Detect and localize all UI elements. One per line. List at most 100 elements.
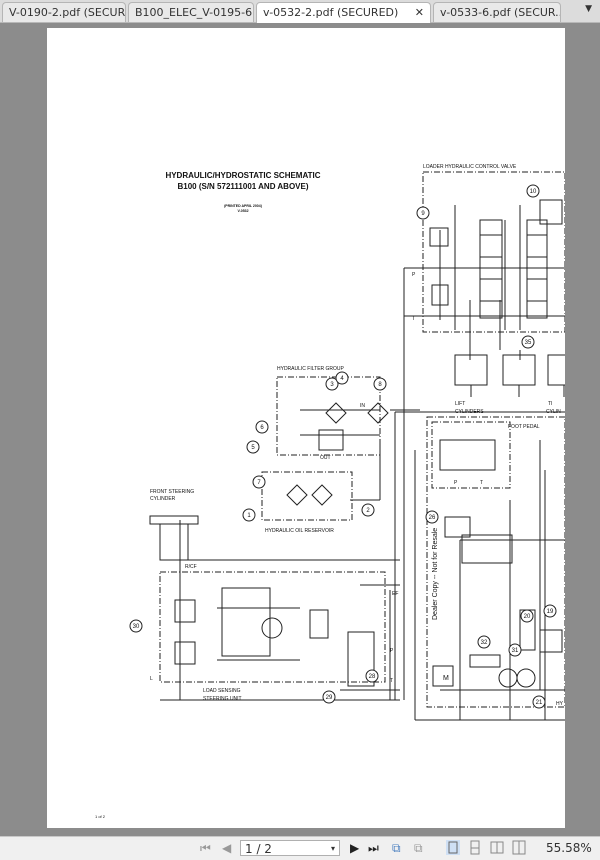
tab-v0533[interactable]: v-0533-6.pdf (SECUR... (433, 2, 561, 22)
document-number: V-0532 (237, 209, 248, 213)
callout-circle (325, 377, 339, 391)
callout-number: 3 (330, 382, 334, 388)
callout-number: 1 (247, 513, 251, 519)
schematic-label: IN (360, 403, 365, 409)
electric-motor-box (432, 665, 454, 687)
schematic-label: TI (548, 401, 552, 407)
steering-relief-valve (174, 641, 196, 665)
callout-circle (252, 475, 266, 489)
callout-circle (526, 184, 540, 198)
single-page-view-button[interactable] (446, 840, 460, 855)
callout-number: 28 (369, 674, 376, 680)
steering-cylinder-rod (149, 515, 199, 525)
metering-motor (261, 617, 283, 639)
callout-number: 30 (133, 624, 140, 630)
callout-circle (246, 440, 260, 454)
facing-view-button[interactable] (490, 840, 504, 855)
last-page-icon[interactable]: ⏭ (368, 841, 379, 855)
filter-symbol (367, 402, 389, 424)
next-page-icon[interactable]: ▶ (350, 841, 360, 855)
callout-number: 4 (340, 376, 344, 382)
filter-group (276, 376, 381, 456)
relief-valve-10 (539, 199, 563, 225)
schematic-label: T (390, 678, 393, 684)
page-dropdown-icon[interactable]: ▾ (330, 844, 335, 853)
bypass-valve (318, 429, 344, 451)
schematic-label: FOOT PEDAL (508, 424, 540, 430)
first-page-icon[interactable]: ⏮ (200, 841, 211, 855)
schematic-label: FRONT STEERING (150, 489, 194, 495)
steering-cylinder (159, 523, 189, 561)
relief-valve (429, 227, 449, 247)
callout-circle (425, 510, 439, 524)
tab-label: v-0532-2.pdf (SECURED) (263, 6, 399, 19)
cylinder (502, 354, 536, 386)
continuous-view-button[interactable] (468, 840, 482, 855)
steering-unit-body (221, 587, 271, 657)
control-valve-spool-tilt (526, 219, 548, 319)
continuous-facing-view-button[interactable] (512, 840, 526, 855)
schematic-label: L (150, 676, 153, 682)
callout-number: 21 (536, 700, 543, 706)
schematic-label: CYLINDER (150, 496, 176, 502)
callout-number: 7 (257, 480, 261, 486)
breather-symbol (286, 484, 308, 506)
page-number-input[interactable]: 1 / 2▾ (240, 840, 340, 856)
callout-circle (335, 371, 349, 385)
callout-circle (520, 609, 534, 623)
tab-list-dropdown-icon[interactable]: ▼ (585, 4, 592, 14)
close-tab-icon[interactable]: ✕ (414, 6, 424, 19)
tab-b100-elec[interactable]: B100_ELEC_V-0195-6... (128, 2, 254, 22)
callout-number: 5 (251, 445, 255, 451)
schematic-label: T (480, 480, 483, 486)
tab-label: V-0190-2.pdf (SECUR... (9, 6, 126, 19)
tab-label: B100_ELEC_V-0195-6... (135, 6, 254, 19)
schematic-label: CYLIN (546, 409, 561, 415)
schematic-label: EF (392, 591, 398, 597)
check-valve-block (309, 609, 329, 639)
schematic-label: P (412, 272, 416, 278)
callout-circle (508, 643, 522, 657)
callout-number: 29 (326, 695, 333, 701)
previous-page-icon[interactable]: ◀ (222, 841, 232, 855)
cylinder (454, 354, 488, 386)
next-view-icon[interactable]: ⧉ (414, 841, 423, 855)
valve-26 (444, 516, 471, 538)
callout-circle (477, 635, 491, 649)
printed-date: (PRINTED APRIL 2004) (224, 204, 262, 208)
callout-circle (532, 695, 546, 709)
schematic-label: HYDRAULIC OIL RESERVOIR (265, 528, 334, 534)
tab-v0190[interactable]: V-0190-2.pdf (SECUR... (2, 2, 126, 22)
accumulator (431, 284, 449, 306)
tab-v0532[interactable]: v-0532-2.pdf (SECURED) ✕ (256, 2, 431, 23)
navigation-toolbar: ⏮ ◀ 1 / 2▾ ▶ ⏭ ⧉ ⧉ 55.58% (0, 836, 600, 860)
callout-number: 35 (525, 340, 532, 346)
steering-unit-group (159, 571, 386, 683)
foot-pedal-valve (439, 439, 496, 471)
callout-number: 20 (524, 614, 531, 620)
control-valve-spool-lift (479, 219, 503, 319)
steering-relief-valve (174, 599, 196, 623)
callout-number: 6 (260, 425, 264, 431)
watermark-text: Dealer Copy -- Not for Resale (432, 528, 439, 620)
schematic-label: P (390, 648, 394, 654)
callout-number: 26 (429, 515, 436, 521)
schematic-label: HY (556, 701, 564, 707)
callout-circle (416, 206, 430, 220)
callout-circle (361, 503, 375, 517)
schematic-label: OUT (320, 455, 331, 461)
callout-number: 8 (378, 382, 382, 388)
callout-circle (365, 669, 379, 683)
loader-control-valve-group (422, 171, 565, 333)
page-footer: 1 of 2 (95, 814, 106, 819)
callout-circle (129, 619, 143, 633)
callout-circle (543, 604, 557, 618)
pump-group (426, 416, 565, 708)
schematic-label: STEERING UNIT (203, 696, 242, 702)
cylinder (547, 354, 565, 386)
oil-reservoir-group (261, 471, 353, 521)
zoom-level[interactable]: 55.58% (546, 841, 592, 855)
hydrostatic-pump (498, 668, 518, 688)
previous-view-icon[interactable]: ⧉ (392, 841, 401, 855)
